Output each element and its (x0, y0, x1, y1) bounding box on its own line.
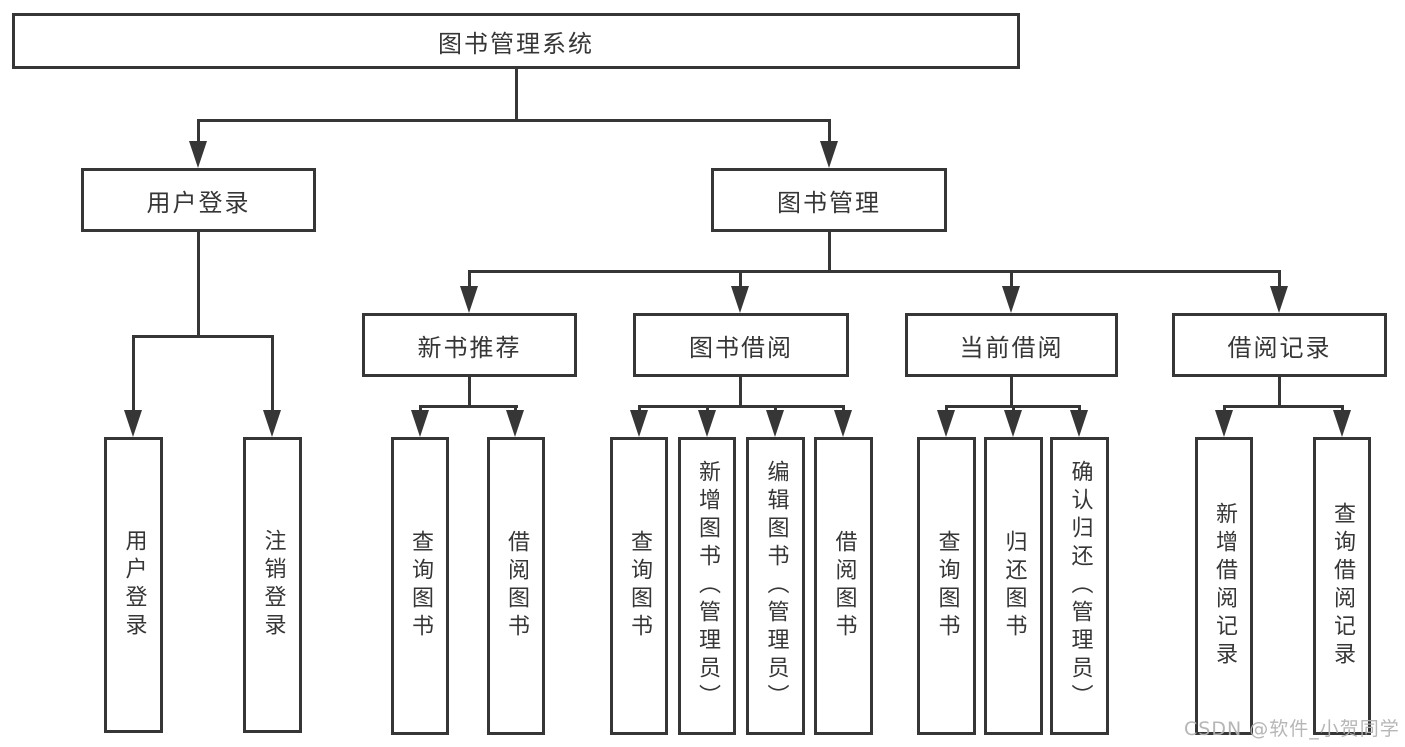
leaf-query-borrow-record: 查询借阅记录 (1313, 437, 1371, 735)
leaf-return-books: 归还图书 (984, 437, 1043, 735)
leaf-label: 新增借阅记录 (1212, 502, 1237, 670)
arrow-down-icon (731, 286, 749, 313)
node-borrow-records: 借阅记录 (1172, 313, 1387, 377)
arrow-down-icon (189, 141, 207, 168)
leaf-label: 查询图书 (934, 530, 960, 642)
leaf-logout: 注销登录 (243, 437, 302, 733)
connector-line (1010, 270, 1013, 290)
connector-line (515, 68, 518, 121)
connector-line (638, 405, 845, 408)
connector-line (197, 119, 200, 151)
leaf-label: 借阅图书 (504, 530, 529, 642)
connector-line (419, 405, 518, 408)
leaf-label: 用户登录 (121, 529, 147, 641)
arrow-down-icon (1002, 286, 1020, 313)
connector-line (828, 231, 831, 273)
arrow-down-icon (411, 410, 429, 437)
connector-line (739, 270, 742, 290)
arrow-down-icon (698, 410, 716, 437)
leaf-add-books-admin: 新增图书（管理员） (678, 437, 736, 735)
leaf-label: 查询借阅记录 (1330, 502, 1355, 670)
leaf-user-login: 用户登录 (104, 437, 163, 733)
leaf-query-books-current: 查询图书 (917, 437, 976, 735)
node-label: 借阅记录 (1227, 333, 1332, 362)
connector-line (1278, 375, 1281, 408)
leaf-edit-books-admin: 编辑图书（管理员） (746, 437, 805, 735)
node-book-management: 图书管理 (711, 168, 947, 232)
arrow-down-icon (937, 410, 955, 437)
node-label: 图书管理 (777, 188, 881, 217)
node-user-login: 用户登录 (81, 168, 316, 232)
leaf-query-books-recommend: 查询图书 (391, 437, 449, 735)
arrow-down-icon (1004, 410, 1022, 437)
node-label: 图书管理系统 (438, 29, 594, 58)
leaf-label: 新增图书（管理员） (695, 460, 720, 712)
csdn-watermark: CSDN @软件_小贺同学 (1184, 718, 1400, 740)
connector-line (468, 375, 471, 408)
connector-line (132, 335, 135, 417)
node-current-borrow: 当前借阅 (905, 313, 1118, 377)
connector-line (468, 270, 1281, 273)
leaf-label: 查询图书 (408, 530, 433, 642)
connector-line (739, 375, 742, 408)
connector-line (1010, 375, 1013, 408)
leaf-label: 借阅图书 (831, 530, 857, 642)
leaf-label: 确认归还（管理员） (1067, 460, 1093, 712)
connector-line (468, 270, 471, 290)
leaf-label: 归还图书 (1001, 530, 1027, 642)
arrow-down-icon (834, 410, 852, 437)
arrow-down-icon (1270, 286, 1288, 313)
connector-line (271, 335, 274, 417)
connector-line (828, 119, 831, 151)
arrow-down-icon (630, 410, 648, 437)
arrow-down-icon (263, 410, 281, 437)
connector-line (132, 335, 274, 338)
connector-line (197, 119, 831, 122)
node-library-system: 图书管理系统 (12, 13, 1020, 69)
arrow-down-icon (766, 410, 784, 437)
leaf-borrow-books-recommend: 借阅图书 (487, 437, 545, 735)
connector-line (197, 231, 200, 338)
arrow-down-icon (124, 410, 142, 437)
leaf-confirm-return-admin: 确认归还（管理员） (1050, 437, 1109, 735)
arrow-down-icon (1333, 410, 1351, 437)
leaf-label: 注销登录 (260, 529, 286, 641)
connector-line (1223, 405, 1343, 408)
leaf-query-books-borrow: 查询图书 (610, 437, 668, 735)
arrow-down-icon (820, 141, 838, 168)
node-label: 用户登录 (146, 188, 251, 217)
leaf-borrow-books: 借阅图书 (814, 437, 873, 735)
connector-line (1278, 270, 1281, 290)
node-label: 当前借阅 (959, 333, 1064, 362)
node-book-borrow: 图书借阅 (633, 313, 849, 377)
arrow-down-icon (506, 410, 524, 437)
leaf-add-borrow-record: 新增借阅记录 (1195, 437, 1253, 735)
arrow-down-icon (460, 286, 478, 313)
leaf-label: 编辑图书（管理员） (763, 460, 789, 712)
node-new-book-recommend: 新书推荐 (362, 313, 577, 377)
node-label: 新书推荐 (417, 333, 522, 362)
node-label: 图书借阅 (689, 333, 793, 362)
leaf-label: 查询图书 (627, 530, 652, 642)
arrow-down-icon (1215, 410, 1233, 437)
arrow-down-icon (1070, 410, 1088, 437)
